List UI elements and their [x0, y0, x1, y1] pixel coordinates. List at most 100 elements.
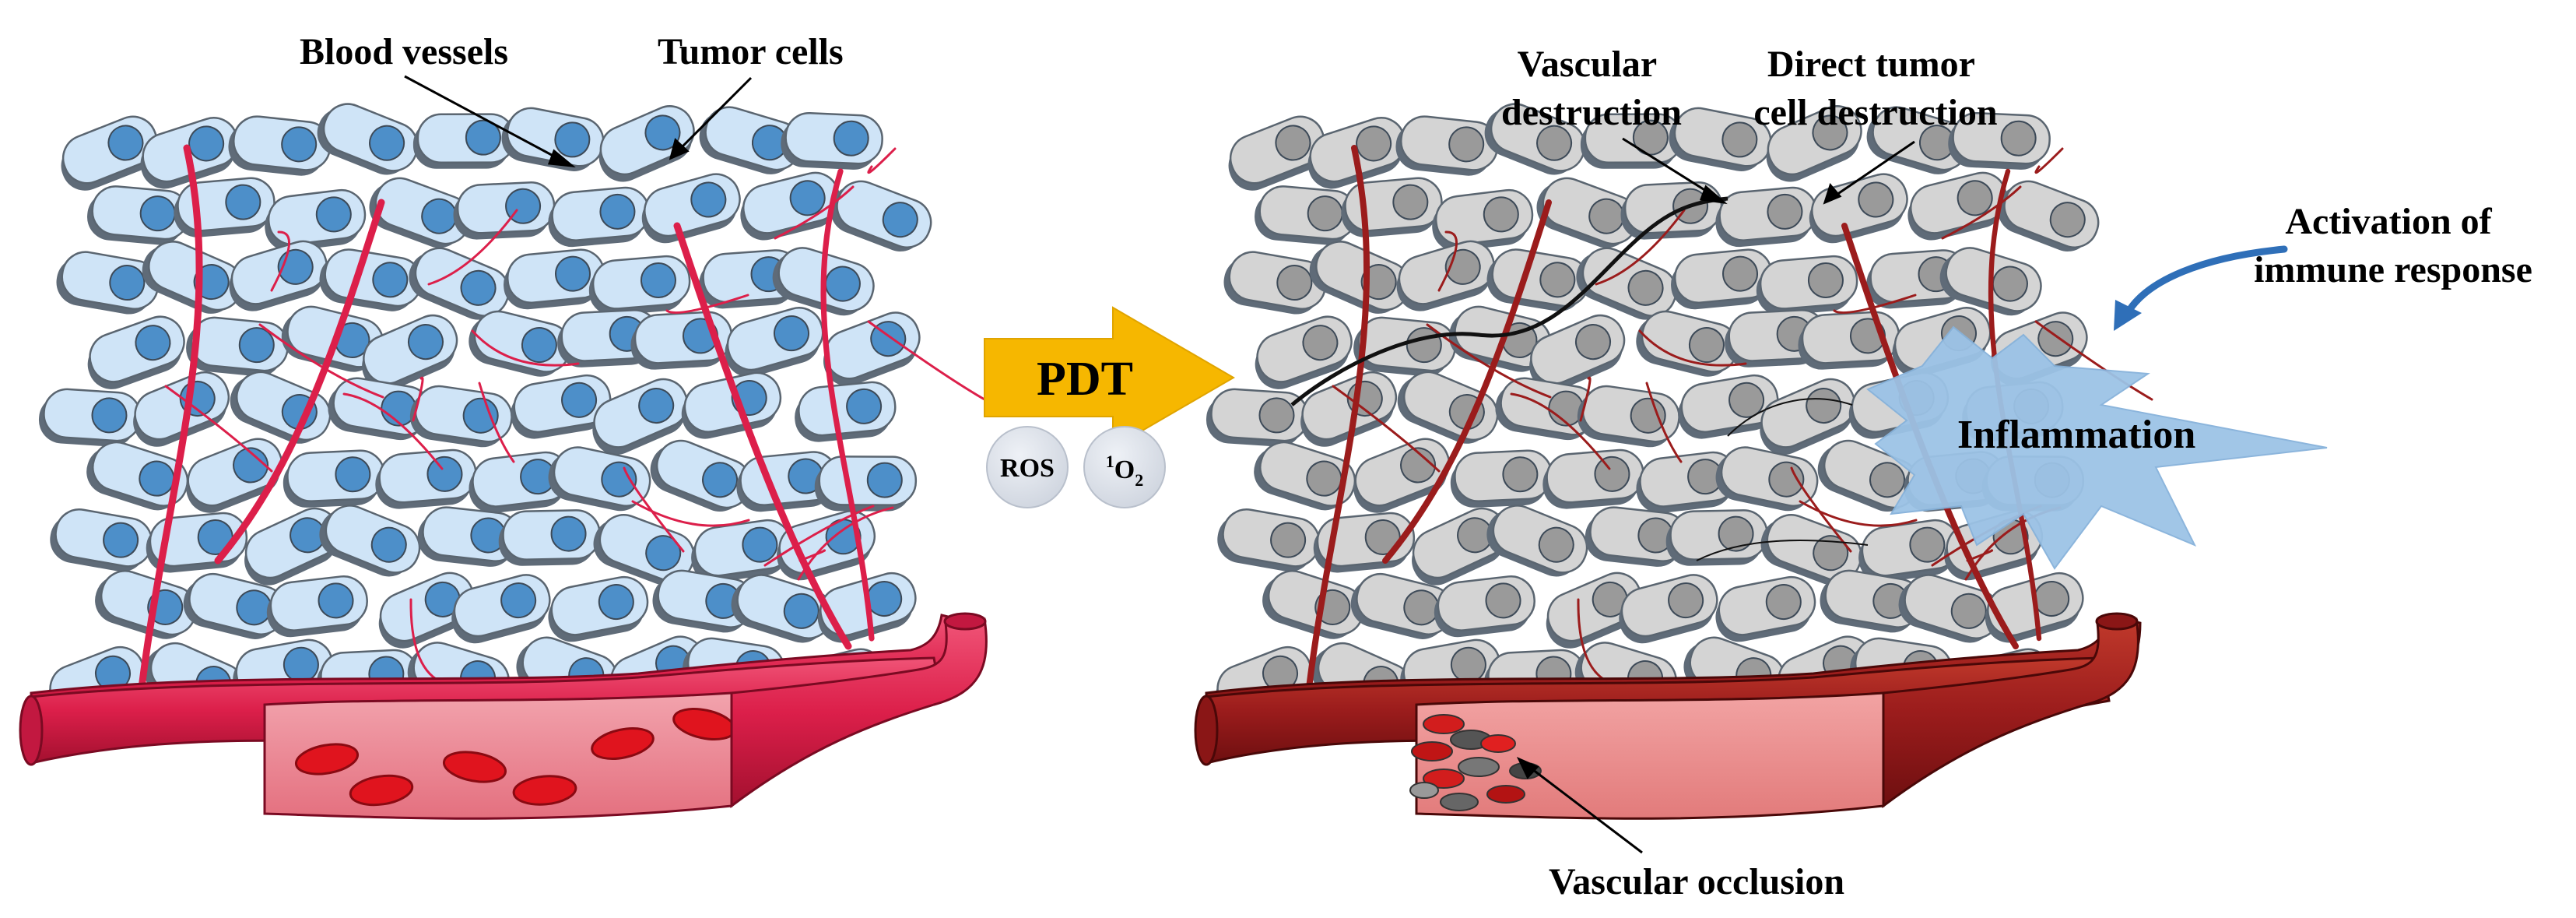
- tumor-cell: [1255, 185, 1357, 245]
- capillary: [136, 144, 203, 705]
- singlet-oxygen-label: 1O2: [1106, 452, 1143, 490]
- tumor-cell: [1495, 377, 1599, 441]
- tumor-cell: [1715, 575, 1816, 642]
- tumor-cell: [1395, 115, 1499, 176]
- tumor-cell: [61, 115, 158, 191]
- tumor-cell: [1255, 315, 1353, 389]
- ros-label: ROS: [1000, 454, 1055, 483]
- capillary-branch: [2034, 320, 2153, 401]
- capillary-branch: [623, 466, 685, 553]
- tumor-cell: [1817, 439, 1919, 512]
- capillary-branch: [270, 230, 291, 292]
- capillary-branch: [1833, 294, 1917, 314]
- tumor-cell: [1412, 507, 1507, 586]
- immune-response-arrow: [2114, 245, 2288, 331]
- red-blood-cells: [294, 708, 736, 807]
- capillary-branch: [665, 294, 749, 314]
- capillary-branch: [1577, 598, 1609, 683]
- occlusion-clot: [1409, 714, 1542, 811]
- tumor-cell: [1760, 514, 1862, 585]
- capillary-branch: [2034, 147, 2064, 174]
- destroyed-capillary: [1290, 196, 1728, 406]
- singlet-oxygen-bubble: [1083, 426, 1166, 508]
- tumor-cell: [1907, 171, 2008, 241]
- capillary-branch: [427, 209, 518, 286]
- capillary-branch: [1790, 466, 1852, 553]
- tumor-cell: [795, 381, 897, 442]
- tumor-cell: [1577, 385, 1680, 448]
- tumor-cell: [1486, 248, 1590, 311]
- tumor-cell: [86, 441, 189, 511]
- main-blood-vessel-healthy: [19, 612, 988, 820]
- tumor-cell: [369, 177, 471, 248]
- pdt-label: PDT: [1037, 353, 1133, 406]
- capillary-branch: [412, 376, 424, 422]
- capillary-branch: [1595, 209, 1686, 286]
- tumor-cells-healthy: [38, 103, 932, 721]
- tumor-cell: [817, 572, 917, 643]
- tumor-cell: [548, 446, 651, 512]
- tumor-cell: [598, 105, 695, 182]
- tumor-cell: [317, 103, 419, 175]
- tumor-cell: [652, 569, 756, 633]
- tumor-cell: [1228, 115, 1325, 191]
- tumor-cell: [1585, 506, 1688, 567]
- tumor-cell: [699, 249, 801, 309]
- tumor-cell: [504, 248, 605, 310]
- tumor-cell: [469, 451, 570, 514]
- tumor-cell: [183, 572, 286, 639]
- tumor-cell: [498, 509, 601, 566]
- capillary-branch: [763, 505, 875, 567]
- capillary-branch: [1638, 329, 1747, 367]
- right-labels: Vascular destruction Direct tumor cell d…: [1501, 44, 2532, 902]
- capillary-branch: [1437, 230, 1458, 292]
- tumor-cell: [1798, 311, 1900, 370]
- capillary-branch: [631, 500, 750, 527]
- left-labels: Blood vessels Tumor cells: [300, 31, 844, 168]
- tumor-cell: [1576, 247, 1678, 320]
- tumor-cell: [87, 185, 190, 245]
- capillary-network-healthy: [136, 144, 986, 705]
- tumor-cell: [501, 107, 605, 171]
- tumor-cell: [781, 112, 883, 170]
- tumor-cell: [451, 574, 551, 644]
- tumor-cell: [1254, 441, 1356, 511]
- capillary-branch: [1799, 500, 1918, 527]
- tumor-cell: [1223, 251, 1327, 315]
- vessel-lumen-treated: [1415, 691, 1885, 820]
- tumor-cell: [412, 113, 516, 169]
- tumor-cell: [1636, 451, 1738, 514]
- capillary-branch: [471, 329, 580, 367]
- tumor-cell: [557, 309, 660, 368]
- tumor-cell: [409, 385, 513, 448]
- capillary-branch: [1966, 549, 1994, 562]
- tumor-cell: [1341, 177, 1443, 237]
- tumor-cell: [548, 186, 650, 248]
- tumor-cell: [641, 173, 741, 244]
- capillary-branch: [164, 385, 273, 473]
- tumor-cell: [328, 377, 431, 441]
- tumor-cell: [38, 388, 142, 447]
- tumor-cell: [1715, 186, 1817, 248]
- capillary-branch: [774, 185, 855, 240]
- tumor-cell: [186, 316, 289, 377]
- tumor-cell: [1766, 105, 1862, 182]
- label-pointer-arrows: [404, 75, 753, 168]
- tumor-cell: [699, 106, 802, 174]
- capillary-branch: [1332, 385, 1441, 473]
- tumor-cell: [1300, 371, 1398, 447]
- tumor-cell: [1217, 508, 1321, 572]
- tumor-cell: [592, 378, 689, 455]
- tumor-cell: [1756, 255, 1858, 315]
- tumor-cell: [548, 575, 649, 642]
- tumor-cell: [681, 371, 782, 439]
- ros-bubble: [986, 426, 1069, 508]
- inflammation-burst: Inflammation: [1866, 325, 2328, 570]
- capillary: [214, 199, 385, 565]
- tumor-cell: [1619, 574, 1718, 644]
- capillary-branch: [342, 392, 444, 470]
- capillary-branch: [1941, 185, 2022, 240]
- tumor-cell: [1350, 572, 1454, 639]
- tumor-cell: [417, 506, 521, 567]
- label-tumor-cells: Tumor cells: [658, 31, 844, 72]
